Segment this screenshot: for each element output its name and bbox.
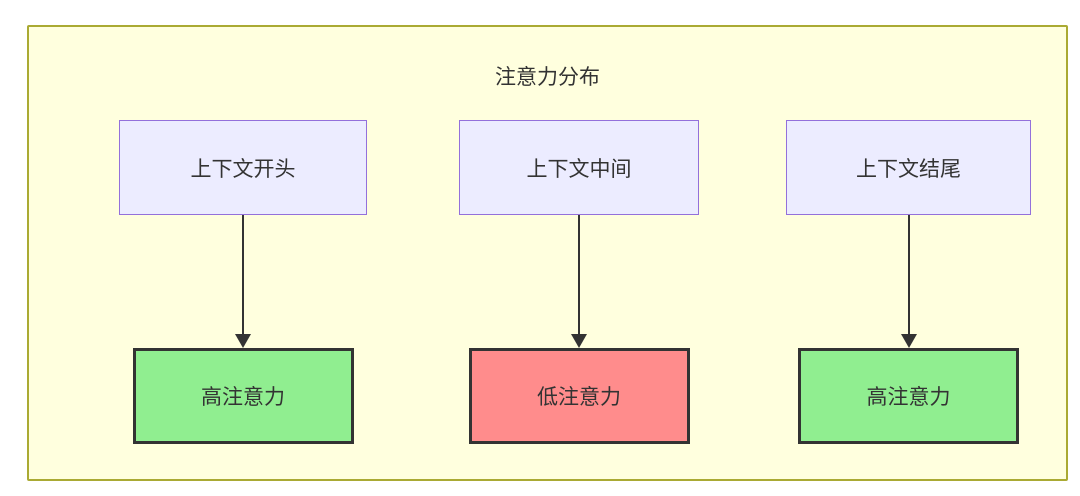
arrow-line — [578, 215, 580, 334]
arrowhead-down-icon — [571, 334, 587, 348]
node-context-beginning: 上下文开头 — [119, 120, 367, 215]
node-context-beginning-label: 上下文开头 — [190, 157, 296, 181]
node-high-attention-1-label: 高注意力 — [201, 386, 285, 409]
arrow-line — [907, 215, 910, 334]
arrow-line — [242, 215, 244, 334]
column-context-beginning: 上下文开头 高注意力 — [119, 120, 367, 444]
node-context-end-label: 上下文结尾 — [856, 157, 961, 181]
node-context-end: 上下文结尾 — [786, 120, 1031, 215]
node-low-attention-label: 低注意力 — [537, 386, 621, 409]
arrowhead-down-icon — [235, 334, 251, 348]
diagram-title: 注意力分布 — [495, 66, 600, 89]
node-high-attention-1: 高注意力 — [132, 348, 354, 444]
column-context-middle: 上下文中间 低注意力 — [459, 120, 699, 444]
arrowhead-down-icon — [900, 334, 917, 348]
attention-distribution-subgraph: 注意力分布 上下文开头 高注意力 上下文中间 低注意力 — [27, 25, 1068, 481]
edge-middle-to-low — [571, 215, 587, 348]
edge-end-to-high — [900, 215, 917, 348]
edge-beginning-to-high — [235, 215, 251, 348]
column-context-end: 上下文结尾 高注意力 — [786, 120, 1031, 444]
node-low-attention: 低注意力 — [468, 348, 690, 444]
node-context-middle-label: 上下文中间 — [526, 157, 632, 181]
node-high-attention-2: 高注意力 — [798, 348, 1019, 444]
node-context-middle: 上下文中间 — [459, 120, 699, 215]
node-high-attention-2-label: 高注意力 — [866, 386, 951, 409]
